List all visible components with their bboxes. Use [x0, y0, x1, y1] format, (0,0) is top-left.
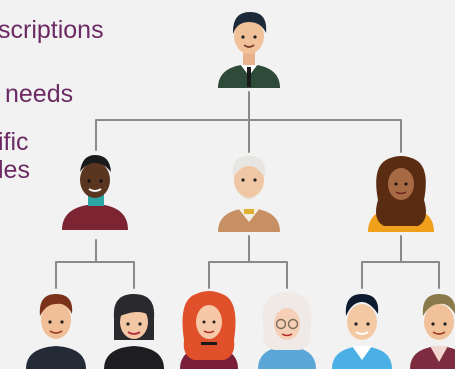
connector-center-group	[208, 235, 288, 289]
connector-left-group	[55, 239, 135, 289]
manager-left-avatar	[62, 155, 128, 230]
staff-4-avatar	[258, 292, 316, 369]
text-line-specific: ific	[0, 128, 29, 156]
manager-right-avatar	[368, 156, 434, 232]
connector-top-to-managers	[95, 91, 402, 153]
staff-3-avatar	[180, 291, 238, 369]
connector-lines	[55, 91, 440, 289]
staff-1-avatar	[26, 294, 86, 369]
top-executive-avatar	[218, 12, 280, 88]
text-line-needs: needs	[5, 80, 74, 108]
text-line-roles: les	[0, 156, 30, 184]
staff-5-avatar	[332, 294, 392, 369]
manager-center-avatar	[218, 156, 280, 232]
staff-6-avatar	[410, 294, 455, 369]
text-line-descriptions: scriptions	[0, 16, 104, 44]
connector-right-group	[361, 235, 440, 289]
staff-2-avatar	[104, 294, 164, 369]
